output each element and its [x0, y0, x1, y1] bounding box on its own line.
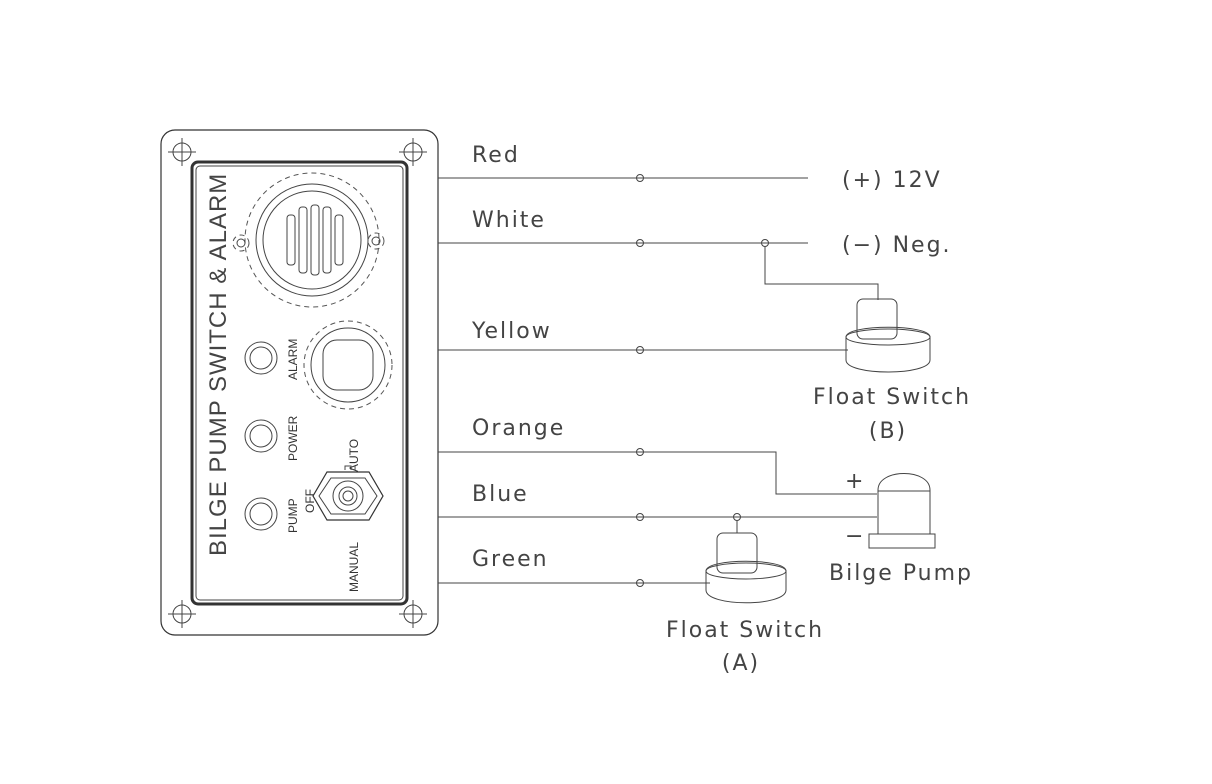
control-panel: BILGE PUMP SWITCH & ALARM ALARM POWER PU…: [160, 129, 439, 636]
mounting-hole-icon: [168, 138, 196, 166]
pump-plus-label: +: [845, 469, 865, 494]
negative-terminal-label: (−) Neg.: [842, 233, 952, 258]
wire-label-red: Red: [472, 143, 520, 168]
pump-indicator-label: PUMP: [286, 498, 300, 533]
mode-toggle-switch-icon: [312, 465, 384, 521]
wire-label-orange: Orange: [472, 416, 565, 441]
mounting-hole-icon: [399, 138, 427, 166]
float-switch-a-icon: [705, 532, 787, 604]
bilge-pump-name: Bilge Pump: [829, 561, 973, 586]
alarm-indicator-light-icon: [244, 341, 278, 375]
switch-off-label: OFF: [303, 489, 317, 513]
pump-minus-label: −: [845, 524, 865, 549]
orange-wire: [438, 451, 877, 495]
wire-label-green: Green: [472, 547, 549, 572]
bilge-pump-icon: [868, 473, 936, 549]
pump-indicator-light-icon: [244, 497, 278, 531]
float-switch-b-name: Float Switch: [813, 385, 971, 410]
wire-label-yellow: Yellow: [471, 319, 552, 344]
wiring: [438, 174, 879, 587]
wire-label-blue: Blue: [472, 482, 529, 507]
float-switch-a-name: Float Switch: [666, 618, 824, 643]
alarm-indicator-label: ALARM: [286, 339, 300, 380]
float-switch-a-tag: (A): [722, 651, 760, 676]
float-switch-b-icon: [845, 298, 931, 373]
power-indicator-label: POWER: [286, 415, 300, 461]
mounting-hole-icon: [168, 600, 196, 628]
float-switch-b-tag: (B): [869, 419, 907, 444]
wire-label-white: White: [472, 208, 546, 233]
alarm-buzzer-icon: [232, 172, 385, 308]
breaker-button-icon: [303, 320, 393, 410]
positive-terminal-label: (+) 12V: [842, 168, 942, 193]
switch-auto-label: AUTO: [347, 439, 361, 472]
power-indicator-light-icon: [244, 419, 278, 453]
switch-manual-label: MANUAL: [347, 542, 361, 592]
panel-title: BILGE PUMP SWITCH & ALARM: [205, 173, 232, 556]
mounting-hole-icon: [399, 600, 427, 628]
